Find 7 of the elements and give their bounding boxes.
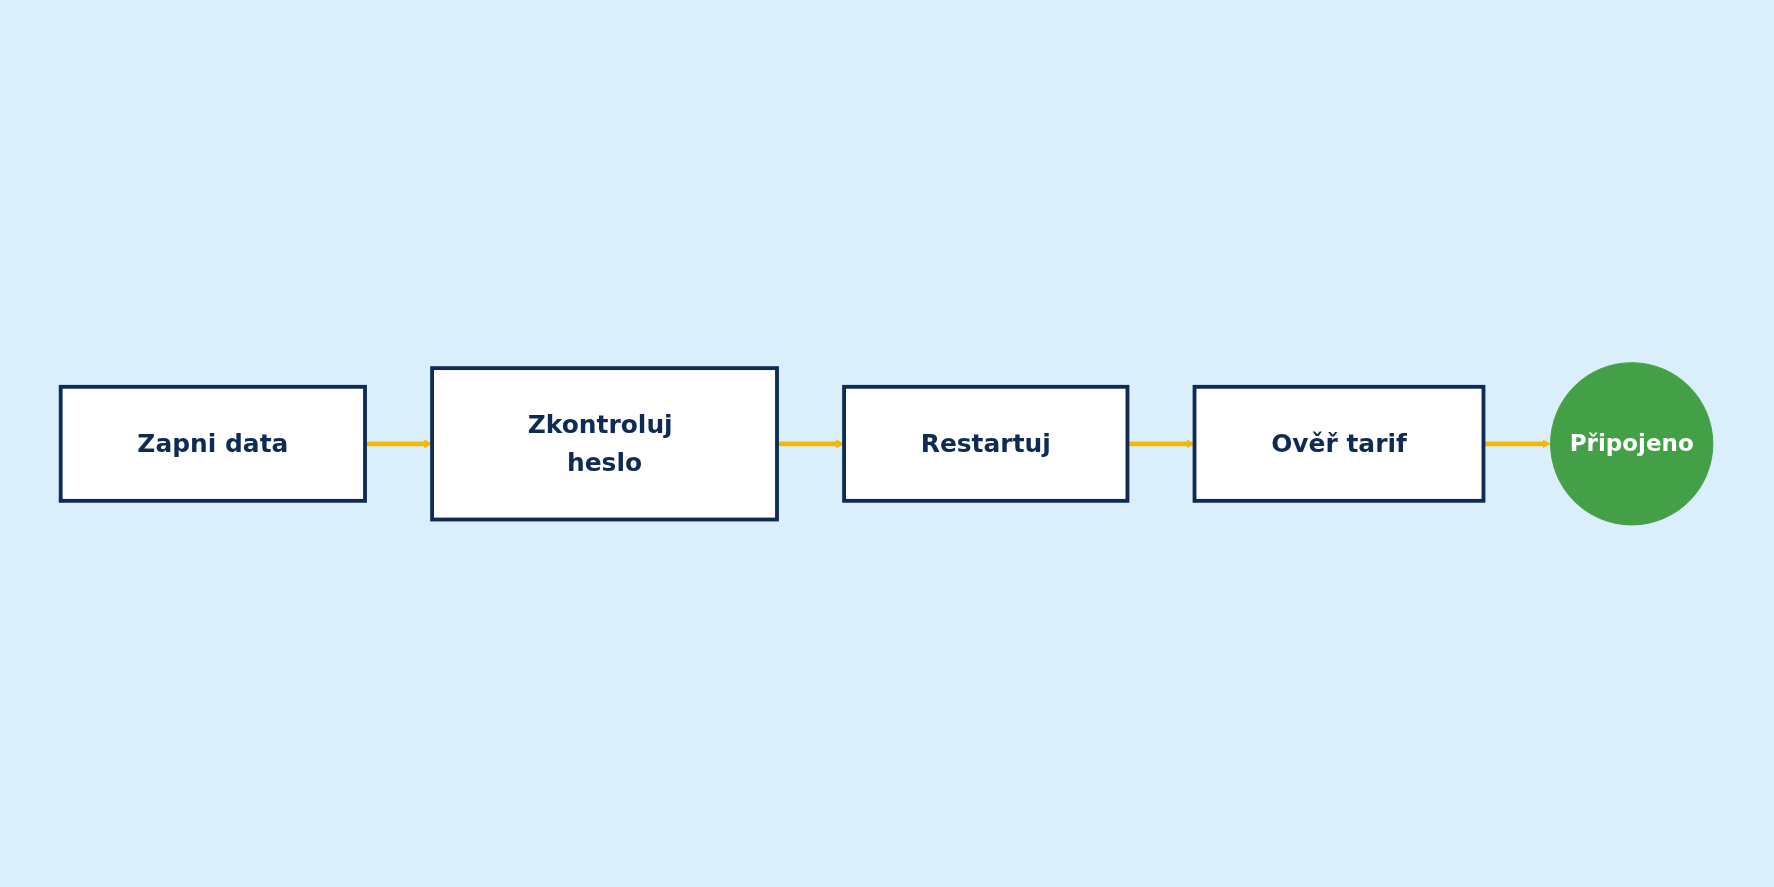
arrow: [365, 439, 433, 448]
node-box: Ověř tarif: [1192, 384, 1486, 503]
arrow: [777, 439, 845, 448]
node-circle: Připojeno: [1550, 361, 1714, 526]
node-box: Restartuj: [842, 384, 1130, 503]
node-box: Zkontroluj heslo: [430, 365, 780, 522]
node-box: Zapni data: [59, 384, 368, 503]
